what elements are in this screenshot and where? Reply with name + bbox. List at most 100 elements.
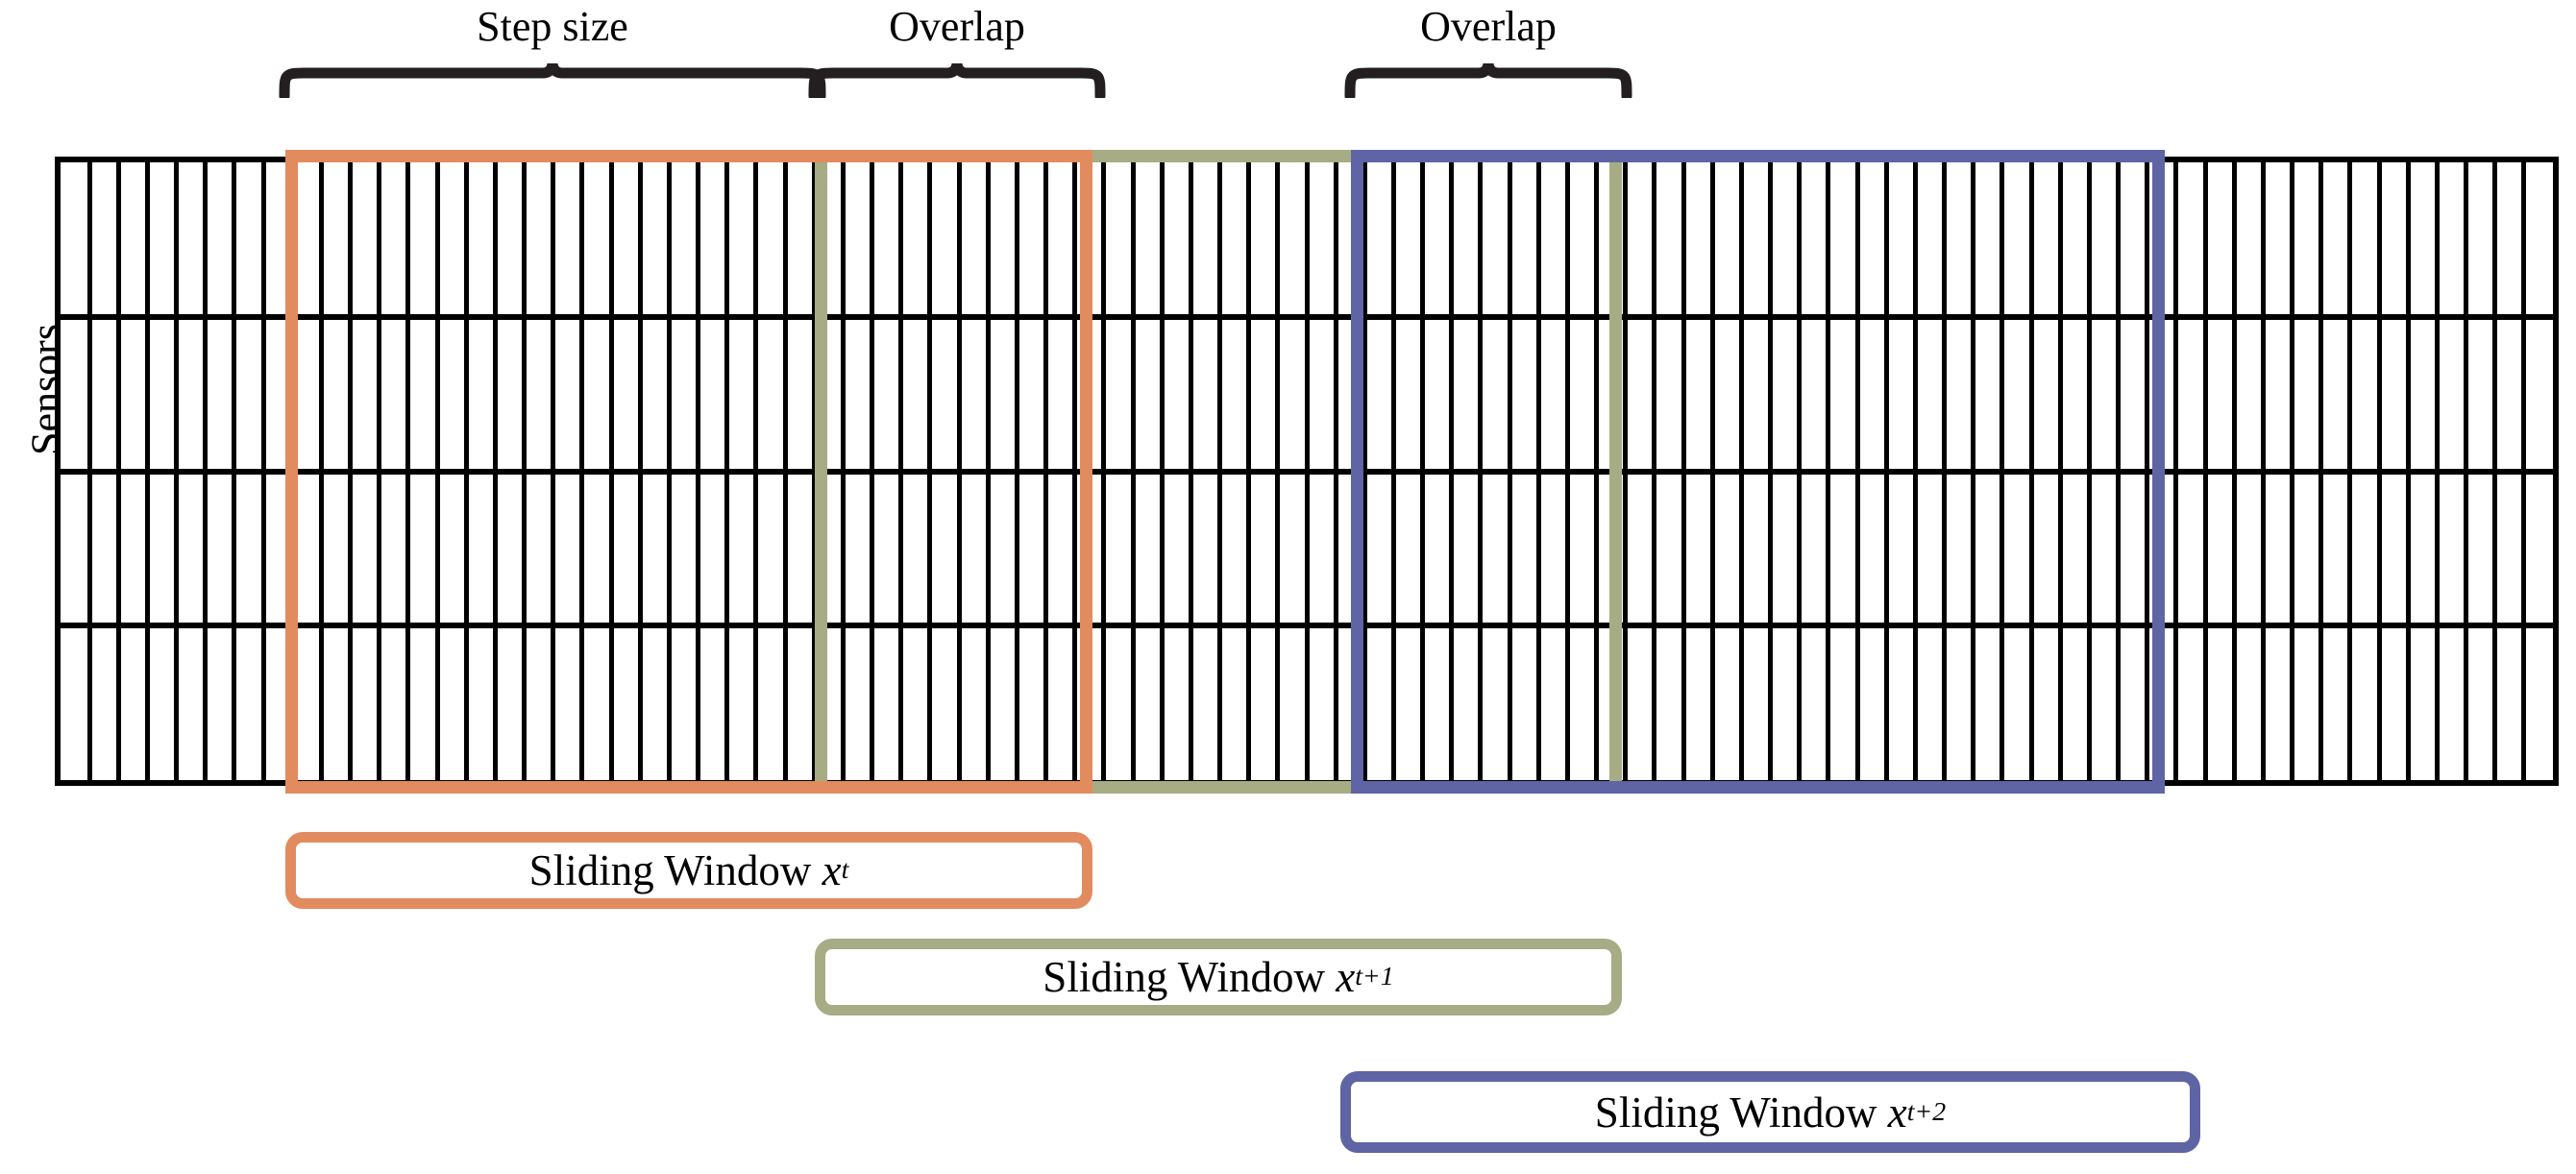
grid-column-line <box>2492 162 2498 780</box>
grid-column-line <box>174 162 180 780</box>
grid-column-line <box>1130 162 1136 780</box>
grid-column-line <box>1971 162 1976 780</box>
grid-column-line <box>753 162 759 780</box>
grid-column-line <box>203 162 209 780</box>
grid-column-line <box>2231 162 2237 780</box>
grid-column-line <box>1709 162 1715 780</box>
grid-column-line <box>522 162 527 780</box>
sensor-grid <box>55 157 2559 786</box>
grid-column-line <box>2057 162 2063 780</box>
grid-column-line <box>1738 162 1744 780</box>
grid-column-line <box>377 162 382 780</box>
grid-column-line <box>1535 162 1541 780</box>
grid-column-line <box>2464 162 2468 780</box>
grid-column-line <box>434 162 440 780</box>
grid-column-line <box>2145 162 2150 780</box>
grid-column-line <box>1449 162 1455 780</box>
grid-column-line <box>1014 162 1019 780</box>
grid-column-line <box>1101 162 1107 780</box>
grid-column-line <box>2116 162 2122 780</box>
brace-step-size <box>279 62 826 98</box>
grid-column-line <box>1826 162 1831 780</box>
grid-column-line <box>2434 162 2440 780</box>
grid-column-line <box>2173 162 2179 780</box>
legend-label-t-prefix: Sliding Window <box>528 846 812 894</box>
grid-column-line <box>2290 162 2295 780</box>
grid-column-line <box>2347 162 2353 780</box>
grid-column-line <box>579 162 585 780</box>
brace-overlap-2 <box>1344 62 1632 98</box>
grid-column-line <box>927 162 933 780</box>
grid-column-line <box>898 162 904 780</box>
legend-label-t2-prefix: Sliding Window <box>1594 1088 1877 1137</box>
grid-column-line <box>666 162 672 780</box>
grid-column-line <box>1043 162 1049 780</box>
brace-caption-overlap-1: Overlap <box>889 3 1025 50</box>
grid-column-line <box>551 162 556 780</box>
grid-column-line <box>1159 162 1165 780</box>
grid-column-line <box>1999 162 2005 780</box>
grid-column-line <box>115 162 121 780</box>
legend-label-t2-subscript: t+2 <box>1906 1096 1947 1127</box>
sliding-window-rect-t-plus-2[interactable] <box>1351 150 2165 794</box>
grid-column-line <box>811 162 817 780</box>
grid-column-line <box>637 162 643 780</box>
grid-column-line <box>1797 162 1803 780</box>
grid-column-line <box>1564 162 1570 780</box>
grid-column-line <box>1390 162 1396 780</box>
grid-column-line <box>2260 162 2266 780</box>
grid-column-line <box>1217 162 1222 780</box>
grid-column-line <box>1623 162 1629 780</box>
grid-column-line <box>144 162 150 780</box>
grid-column-line <box>1072 162 1078 780</box>
legend-label-t1-subscript: t+1 <box>1355 962 1394 991</box>
brace-caption-step-size: Step size <box>477 3 628 50</box>
grid-column-line <box>696 162 701 780</box>
brace-caption-overlap-2: Overlap <box>1420 3 1557 50</box>
grid-column-line <box>985 162 991 780</box>
sliding-window-rect-t[interactable] <box>285 150 1092 794</box>
legend-label-t1-prefix: Sliding Window <box>1043 953 1325 1001</box>
grid-column-line <box>2086 162 2092 780</box>
grid-column-line <box>1275 162 1281 780</box>
grid-column-line <box>1912 162 1918 780</box>
grid-column-line <box>463 162 469 780</box>
grid-column-line <box>870 162 875 780</box>
grid-column-line <box>1333 162 1338 780</box>
grid-column-line <box>1188 162 1193 780</box>
grid-column-line <box>1652 162 1657 780</box>
grid-column-line <box>724 162 730 780</box>
grid-column-line <box>1883 162 1889 780</box>
grid-column-line <box>318 162 324 780</box>
grid-column-line <box>1594 162 1600 780</box>
grid-column-line <box>1304 162 1310 780</box>
grid-column-line <box>1681 162 1686 780</box>
grid-column-line <box>348 162 354 780</box>
grid-column-line <box>1768 162 1774 780</box>
grid-column-line <box>2376 162 2382 780</box>
grid-column-line <box>608 162 614 780</box>
grid-column-line <box>1507 162 1512 780</box>
grid-column-line <box>1942 162 1948 780</box>
grid-column-line <box>1478 162 1484 780</box>
grid-column-line <box>2318 162 2324 780</box>
grid-column-line <box>2405 162 2411 780</box>
legend-label-t2-symbol: x <box>1887 1088 1907 1137</box>
grid-column-line <box>1246 162 1252 780</box>
grid-column-line <box>2028 162 2034 780</box>
grid-column-line <box>2521 162 2527 780</box>
legend-label-t1-symbol: x <box>1336 953 1356 1001</box>
grid-column-line <box>260 162 266 780</box>
grid-column-line <box>405 162 411 780</box>
legend-label-t-subscript: t <box>841 855 849 885</box>
grid-column-line <box>86 162 92 780</box>
grid-column-line <box>1854 162 1860 780</box>
grid-column-line <box>1362 162 1367 780</box>
grid-column-line <box>2202 162 2208 780</box>
grid-column-line <box>956 162 962 780</box>
brace-overlap-1 <box>808 62 1106 98</box>
